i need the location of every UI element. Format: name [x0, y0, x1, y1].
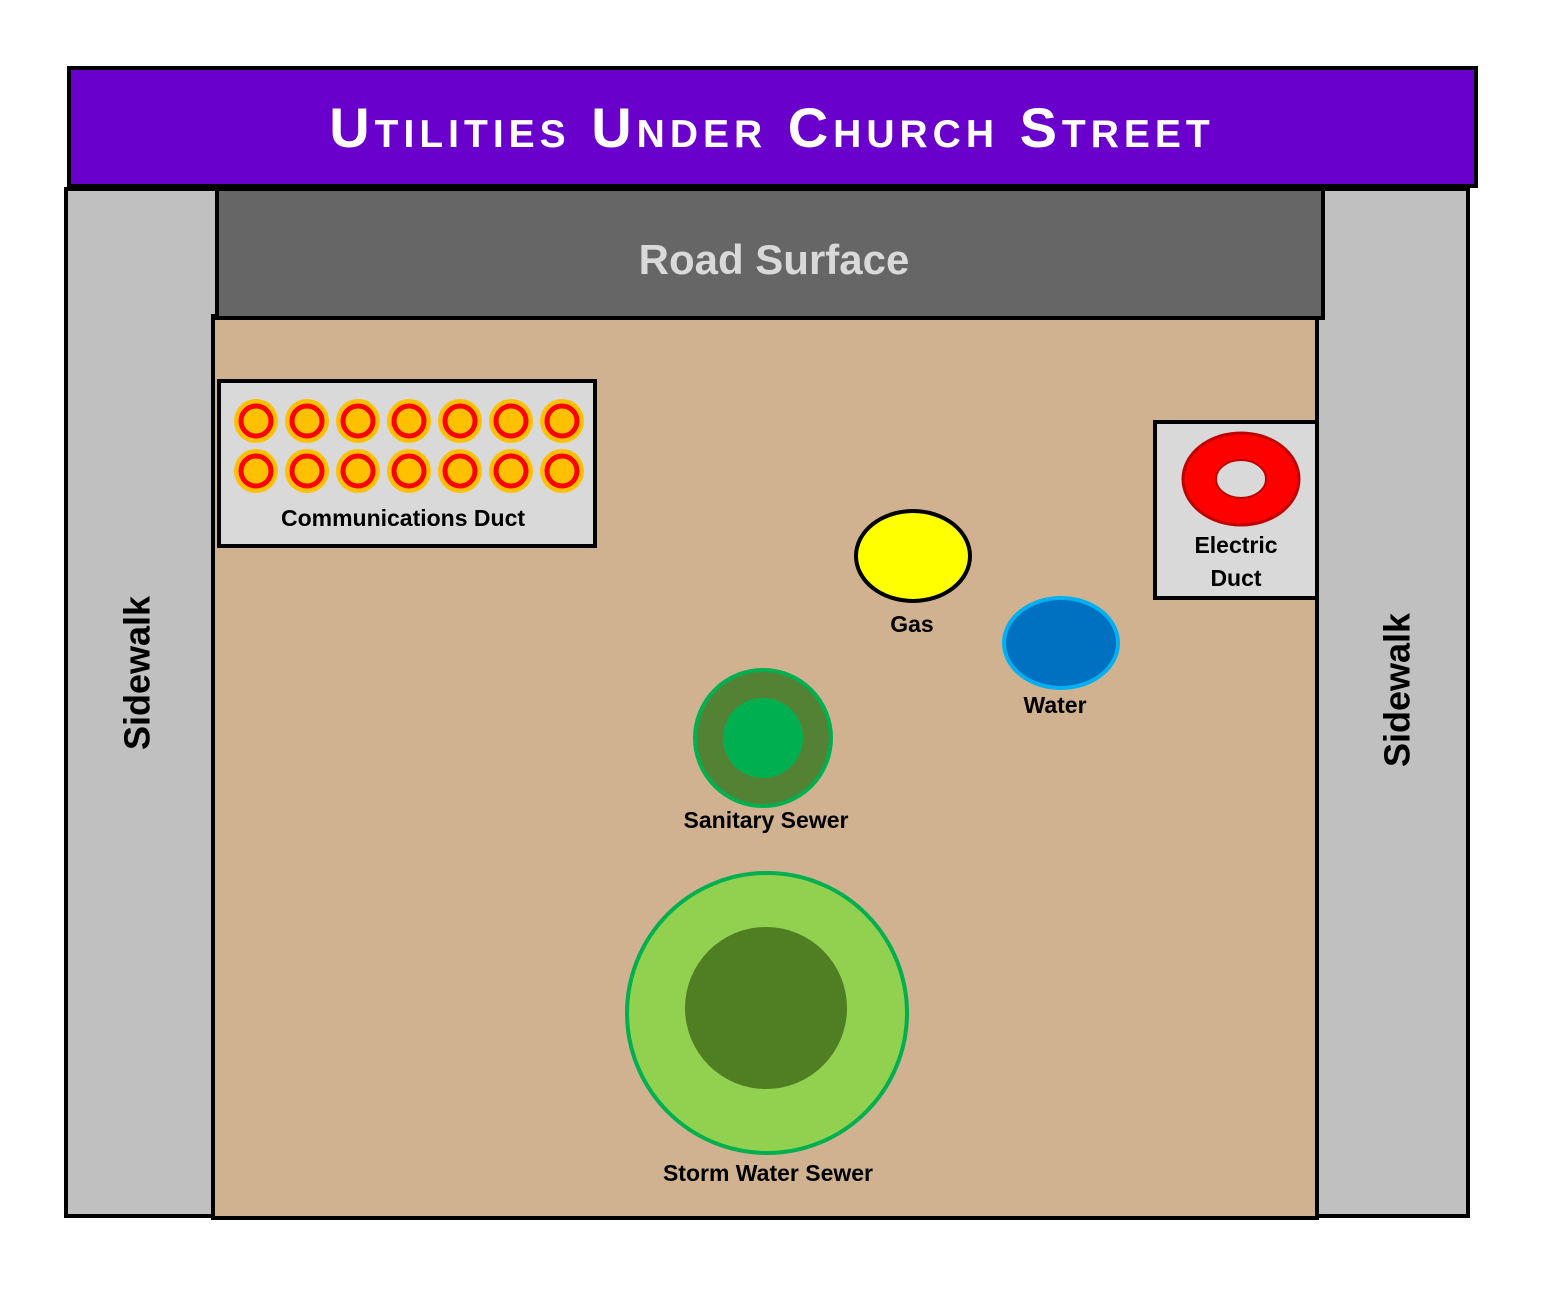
comm-conduit-ring — [391, 453, 427, 489]
comm-conduit-ring — [289, 453, 325, 489]
sidewalk-left — [64, 187, 219, 1218]
sidewalk-left-label: Sidewalk — [117, 595, 158, 750]
electric-conduit-core — [1215, 459, 1267, 499]
sidewalk-right-label: Sidewalk — [1377, 612, 1418, 767]
sanitary-sewer: Sanitary Sewer — [684, 668, 849, 833]
title-bar — [67, 66, 1478, 188]
sanitary-sewer-label: Sanitary Sewer — [684, 807, 849, 833]
electric-duct-label-line2: Duct — [1210, 565, 1261, 591]
comm-conduit-ring — [340, 403, 376, 439]
gas-label: Gas — [890, 611, 933, 637]
water-label: Water — [1023, 692, 1086, 718]
comm-conduit-ring — [544, 453, 580, 489]
comm-conduit-ring — [289, 403, 325, 439]
comm-conduit-ring — [493, 453, 529, 489]
comm-conduit-ring — [340, 453, 376, 489]
comm-conduit-ring — [442, 403, 478, 439]
comm-conduit-ring — [238, 403, 274, 439]
storm-sewer-label: Storm Water Sewer — [663, 1160, 873, 1186]
communications-duct: Communications Duct — [217, 379, 597, 548]
water-pipe — [1002, 596, 1120, 690]
comm-conduit-ring — [238, 453, 274, 489]
comm-conduit-ring — [493, 403, 529, 439]
sanitary-sewer-core — [723, 698, 803, 778]
storm-water-sewer: Storm Water Sewer — [625, 871, 909, 1186]
comm-conduit-ring — [391, 403, 427, 439]
comm-conduit-ring — [442, 453, 478, 489]
communications-conduits — [234, 399, 584, 493]
road-surface-label: Road Surface — [639, 236, 910, 283]
gas-line: Gas — [854, 509, 972, 637]
sidewalk-right — [1315, 187, 1470, 1218]
road-surface — [215, 187, 1325, 320]
diagram-title: Utilities Under Church Street — [329, 96, 1215, 159]
electric-duct-label-line1: Electric — [1194, 532, 1277, 558]
storm-sewer-core — [685, 927, 847, 1089]
gas-pipe — [854, 509, 972, 603]
communications-duct-label: Communications Duct — [281, 505, 525, 531]
water-line: Water — [1002, 596, 1120, 718]
comm-conduit-ring — [544, 403, 580, 439]
electric-duct: Electric Duct — [1153, 420, 1319, 600]
